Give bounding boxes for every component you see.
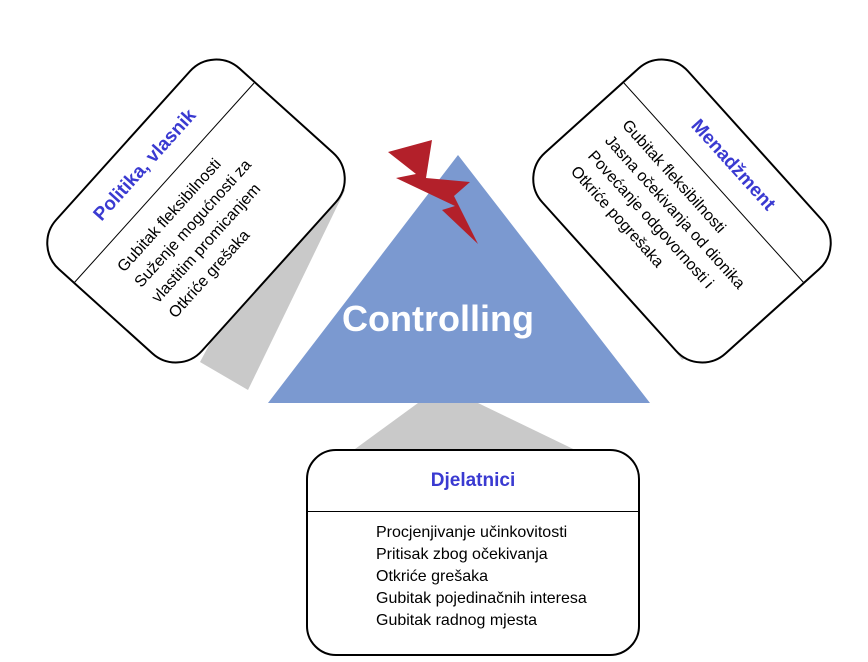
group-djelatnici: Djelatnici Procjenjivanje učinkovitosti … (306, 449, 640, 656)
list-item: Pritisak zbog očekivanja (376, 546, 548, 563)
list-item: Procjenjivanje učinkovitosti (376, 524, 568, 541)
lightning-bolt-icon (388, 140, 478, 244)
divider (308, 511, 638, 512)
controlling-triangle (268, 155, 650, 403)
item-list: Procjenjivanje učinkovitosti Pritisak zb… (308, 512, 638, 632)
list-item: Gubitak pojedinačnih interesa (376, 590, 587, 607)
list-item: Gubitak radnog mjesta (376, 612, 537, 629)
list-item: Otkriće grešaka (376, 568, 489, 585)
connector-bottom (340, 403, 596, 460)
controlling-label: Controlling (342, 298, 534, 339)
group-title: Djelatnici (430, 470, 516, 491)
